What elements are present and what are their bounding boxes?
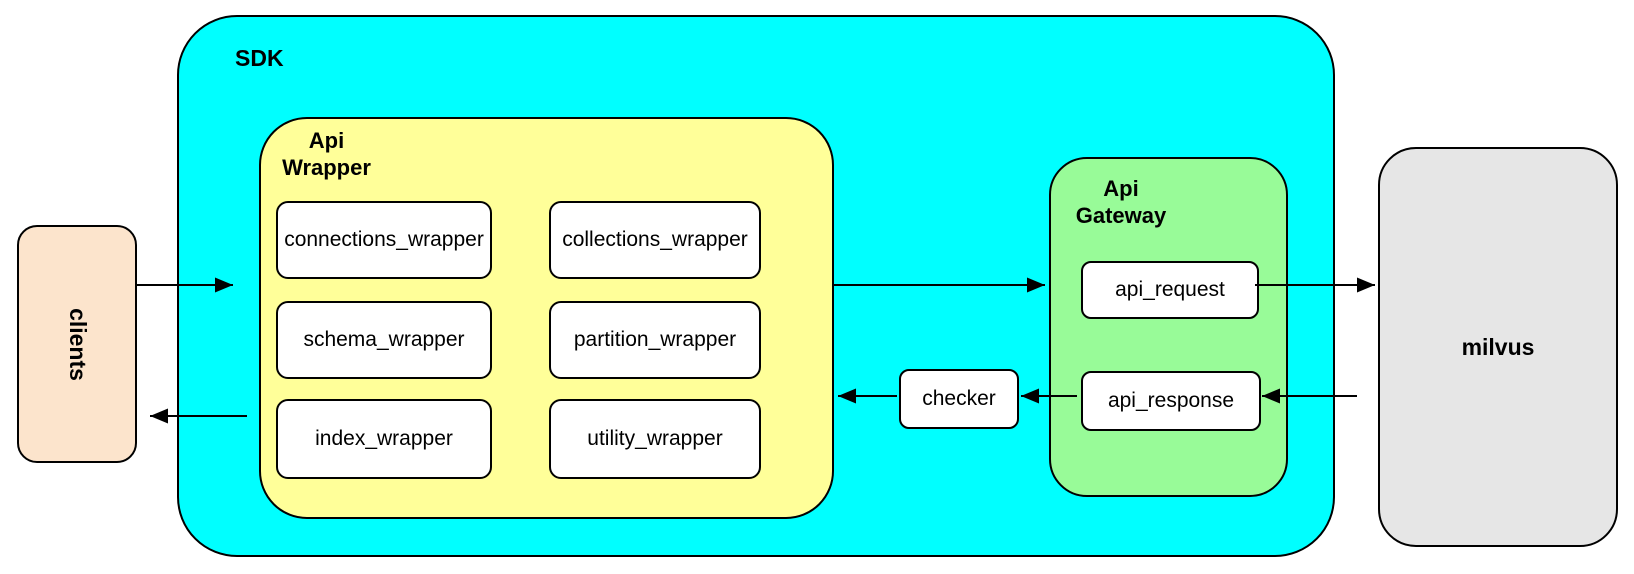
sdk-label: SDK — [235, 45, 284, 71]
clients-box: clients — [17, 225, 137, 463]
api-request-box: api_request — [1081, 261, 1259, 319]
api-wrapper-label-line1: Api — [308, 128, 345, 153]
api-response-box: api_response — [1081, 371, 1261, 431]
index-wrapper-box: index_wrapper — [276, 399, 492, 479]
utility-wrapper-box: utility_wrapper — [549, 399, 761, 479]
sdk-container: SDK Api Wrapper connections_wrapper coll… — [177, 15, 1335, 557]
api-wrapper-label-line2: Wrapper — [282, 155, 371, 180]
partition-wrapper-box: partition_wrapper — [549, 301, 761, 379]
collections-wrapper-box: collections_wrapper — [549, 201, 761, 279]
clients-label: clients — [64, 307, 91, 381]
checker-box: checker — [899, 369, 1019, 429]
api-wrapper-label: Api Wrapper — [274, 127, 379, 181]
connections-wrapper-box: connections_wrapper — [276, 201, 492, 279]
api-gateway-label: Api Gateway — [1051, 175, 1191, 229]
api-gateway-label-line1: Api — [1103, 176, 1139, 201]
api-gateway-label-line2: Gateway — [1075, 203, 1167, 228]
milvus-box: milvus — [1378, 147, 1618, 547]
api-wrapper-container: Api Wrapper connections_wrapper collecti… — [259, 117, 834, 519]
api-gateway-container: Api Gateway api_request api_response — [1049, 157, 1288, 497]
schema-wrapper-box: schema_wrapper — [276, 301, 492, 379]
